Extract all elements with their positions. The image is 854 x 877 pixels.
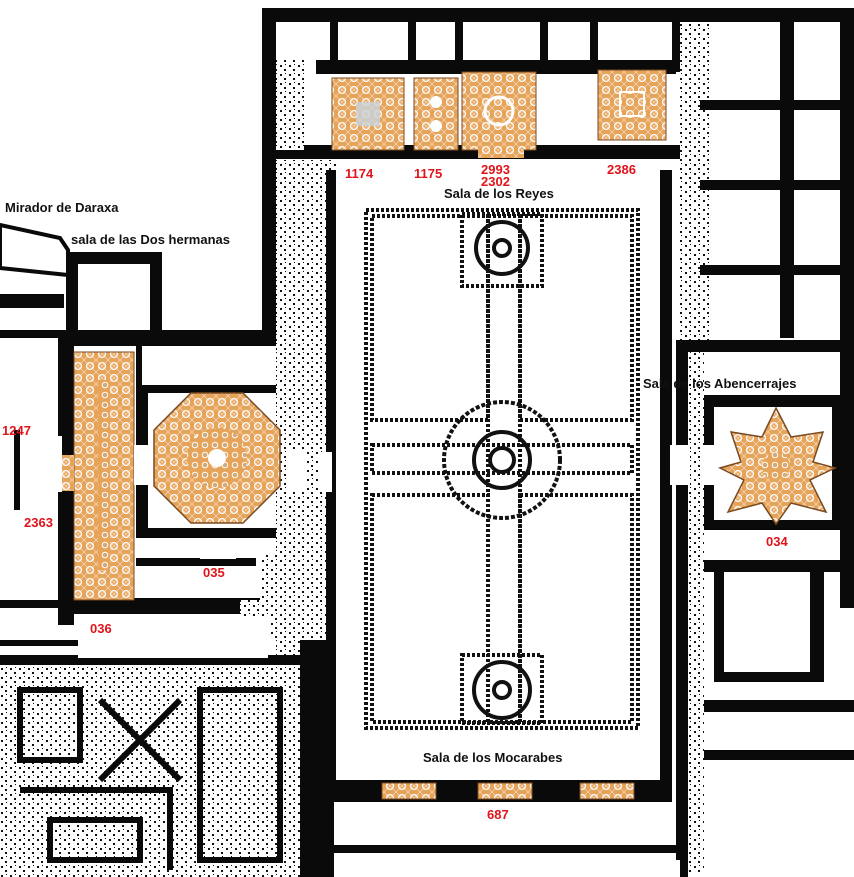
room-label-mirador-de-daraxa: Mirador de Daraxa [5,200,119,215]
code-label-2993: 2993 [481,162,510,177]
ceiling-2993 [461,71,537,151]
code-label-2363: 2363 [24,515,53,530]
west-wing-walls [0,222,162,646]
code-label-1247: 1247 [2,423,31,438]
southwest-ruins [0,600,326,877]
room-label-sala-de-los-reyes: Sala de los Reyes [444,186,554,201]
fountains [442,212,562,725]
ceiling-1247 [62,455,74,491]
room-label-dos-hermanas: sala de las Dos hermanas [71,232,230,247]
code-label-036: 036 [90,621,112,636]
code-label-2302: 2302 [481,174,510,189]
code-label-687: 687 [487,807,509,822]
ceiling-2386 [597,69,667,141]
code-label-035: 035 [203,565,225,580]
code-label-2386: 2386 [607,162,636,177]
abencerrajes-walls [676,340,854,872]
ceiling-2302 [478,148,524,158]
code-label-1174: 1174 [345,166,374,181]
ceiling-034 [717,406,838,526]
ceiling-687 [381,782,635,800]
code-label-1175: 1175 [414,166,443,181]
ceiling-035 [153,392,281,524]
code-label-034: 034 [766,534,788,549]
ceiling-1175 [413,77,459,151]
room-label-mocarabes: Sala de los Mocarabes [423,750,563,765]
ceiling-1174 [331,77,405,151]
openings [40,436,832,658]
room-label-abencerrajes: Sala de los Abencerrajes [643,376,797,391]
ceiling-036 [73,351,135,601]
